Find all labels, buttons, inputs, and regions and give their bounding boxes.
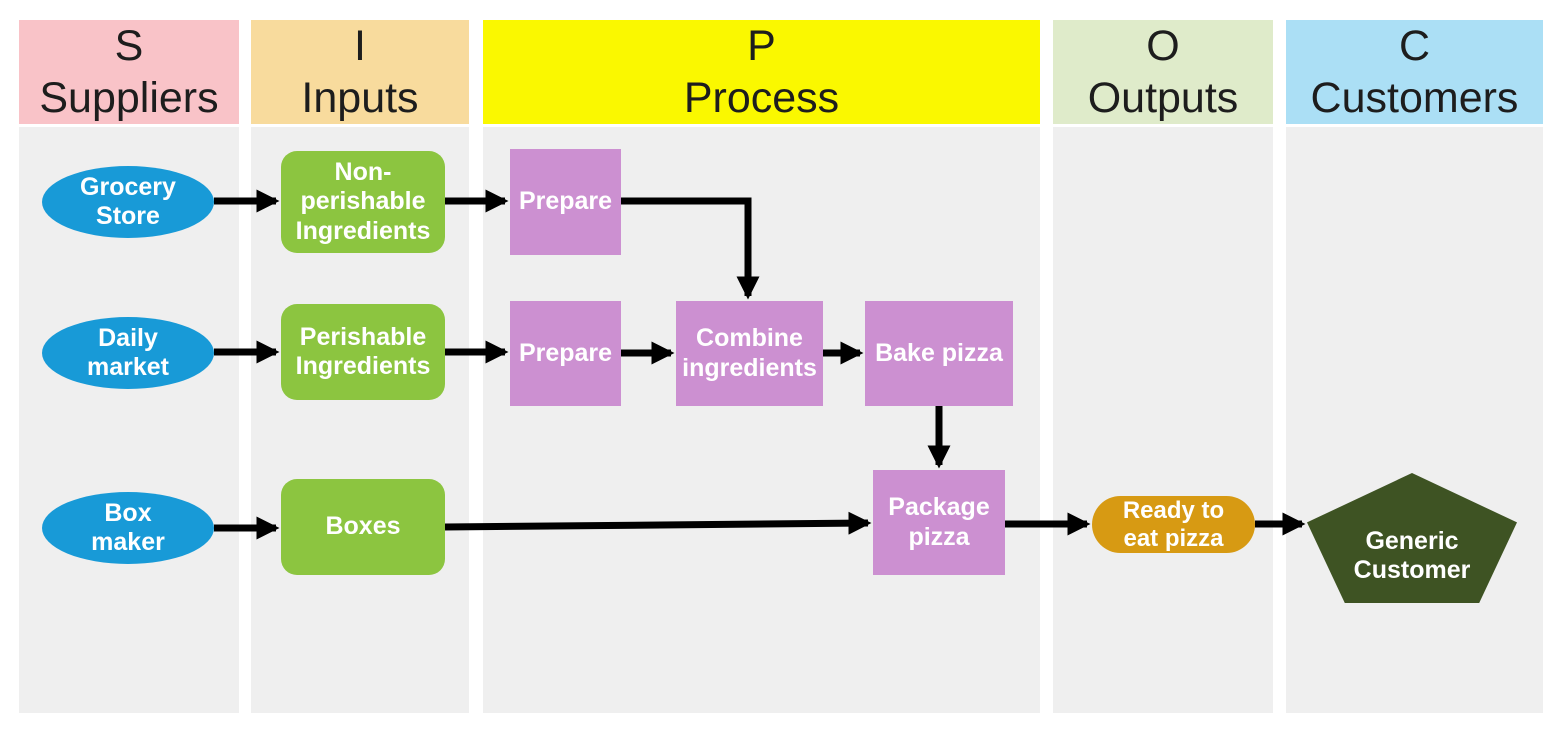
column-letter-customers: C — [1398, 22, 1431, 70]
grocery-store-node: Grocery Store — [42, 166, 214, 238]
perishable-ingredients-node: Perishable Ingredients — [281, 304, 445, 400]
daily-market-label: Daily market — [87, 323, 169, 382]
column-header-customers: C Customers — [1286, 20, 1543, 124]
boxes-node: Boxes — [281, 479, 445, 575]
non-perishable-ingredients-label: Non- perishable Ingredients — [295, 157, 431, 245]
box-maker-node: Box maker — [42, 492, 214, 564]
column-title-customers: Customers — [1310, 74, 1519, 122]
column-header-process: P Process — [483, 20, 1040, 124]
prepare-2-label: Prepare — [518, 338, 613, 367]
column-letter-inputs: I — [354, 22, 366, 70]
combine-ingredients-node: Combine ingredients — [676, 301, 823, 406]
column-letter-outputs: O — [1146, 22, 1180, 70]
column-header-inputs: I Inputs — [251, 20, 469, 124]
bake-pizza-node: Bake pizza — [865, 301, 1013, 406]
bake-pizza-label: Bake pizza — [875, 338, 1003, 367]
column-title-suppliers: Suppliers — [39, 74, 219, 122]
package-pizza-node: Package pizza — [873, 470, 1005, 575]
customers-lane — [1286, 127, 1543, 713]
column-letter-suppliers: S — [114, 22, 144, 70]
prepare-1-label: Prepare — [518, 187, 613, 216]
column-title-inputs: Inputs — [301, 74, 419, 122]
package-pizza-label: Package pizza — [888, 493, 990, 551]
column-header-outputs: O Outputs — [1053, 20, 1273, 124]
perishable-ingredients-label: Perishable Ingredients — [295, 322, 431, 381]
grocery-store-label: Grocery Store — [80, 172, 176, 231]
boxes-label: Boxes — [325, 512, 401, 541]
column-title-process: Process — [683, 74, 840, 122]
combine-ingredients-label: Combine ingredients — [682, 324, 817, 382]
prepare-2-node: Prepare — [510, 301, 621, 406]
daily-market-node: Daily market — [42, 317, 214, 389]
column-letter-process: P — [747, 22, 776, 70]
non-perishable-ingredients-node: Non- perishable Ingredients — [281, 151, 445, 253]
ready-to-eat-pizza-label: Ready to eat pizza — [1122, 496, 1225, 552]
column-title-outputs: Outputs — [1087, 74, 1239, 122]
column-header-suppliers: S Suppliers — [19, 20, 239, 124]
generic-customer-label: Generic Customer — [1353, 526, 1471, 585]
outputs-lane — [1053, 127, 1273, 713]
ready-to-eat-pizza-node: Ready to eat pizza — [1092, 496, 1255, 553]
prepare-1-node: Prepare — [510, 149, 621, 255]
box-maker-label: Box maker — [91, 498, 165, 557]
